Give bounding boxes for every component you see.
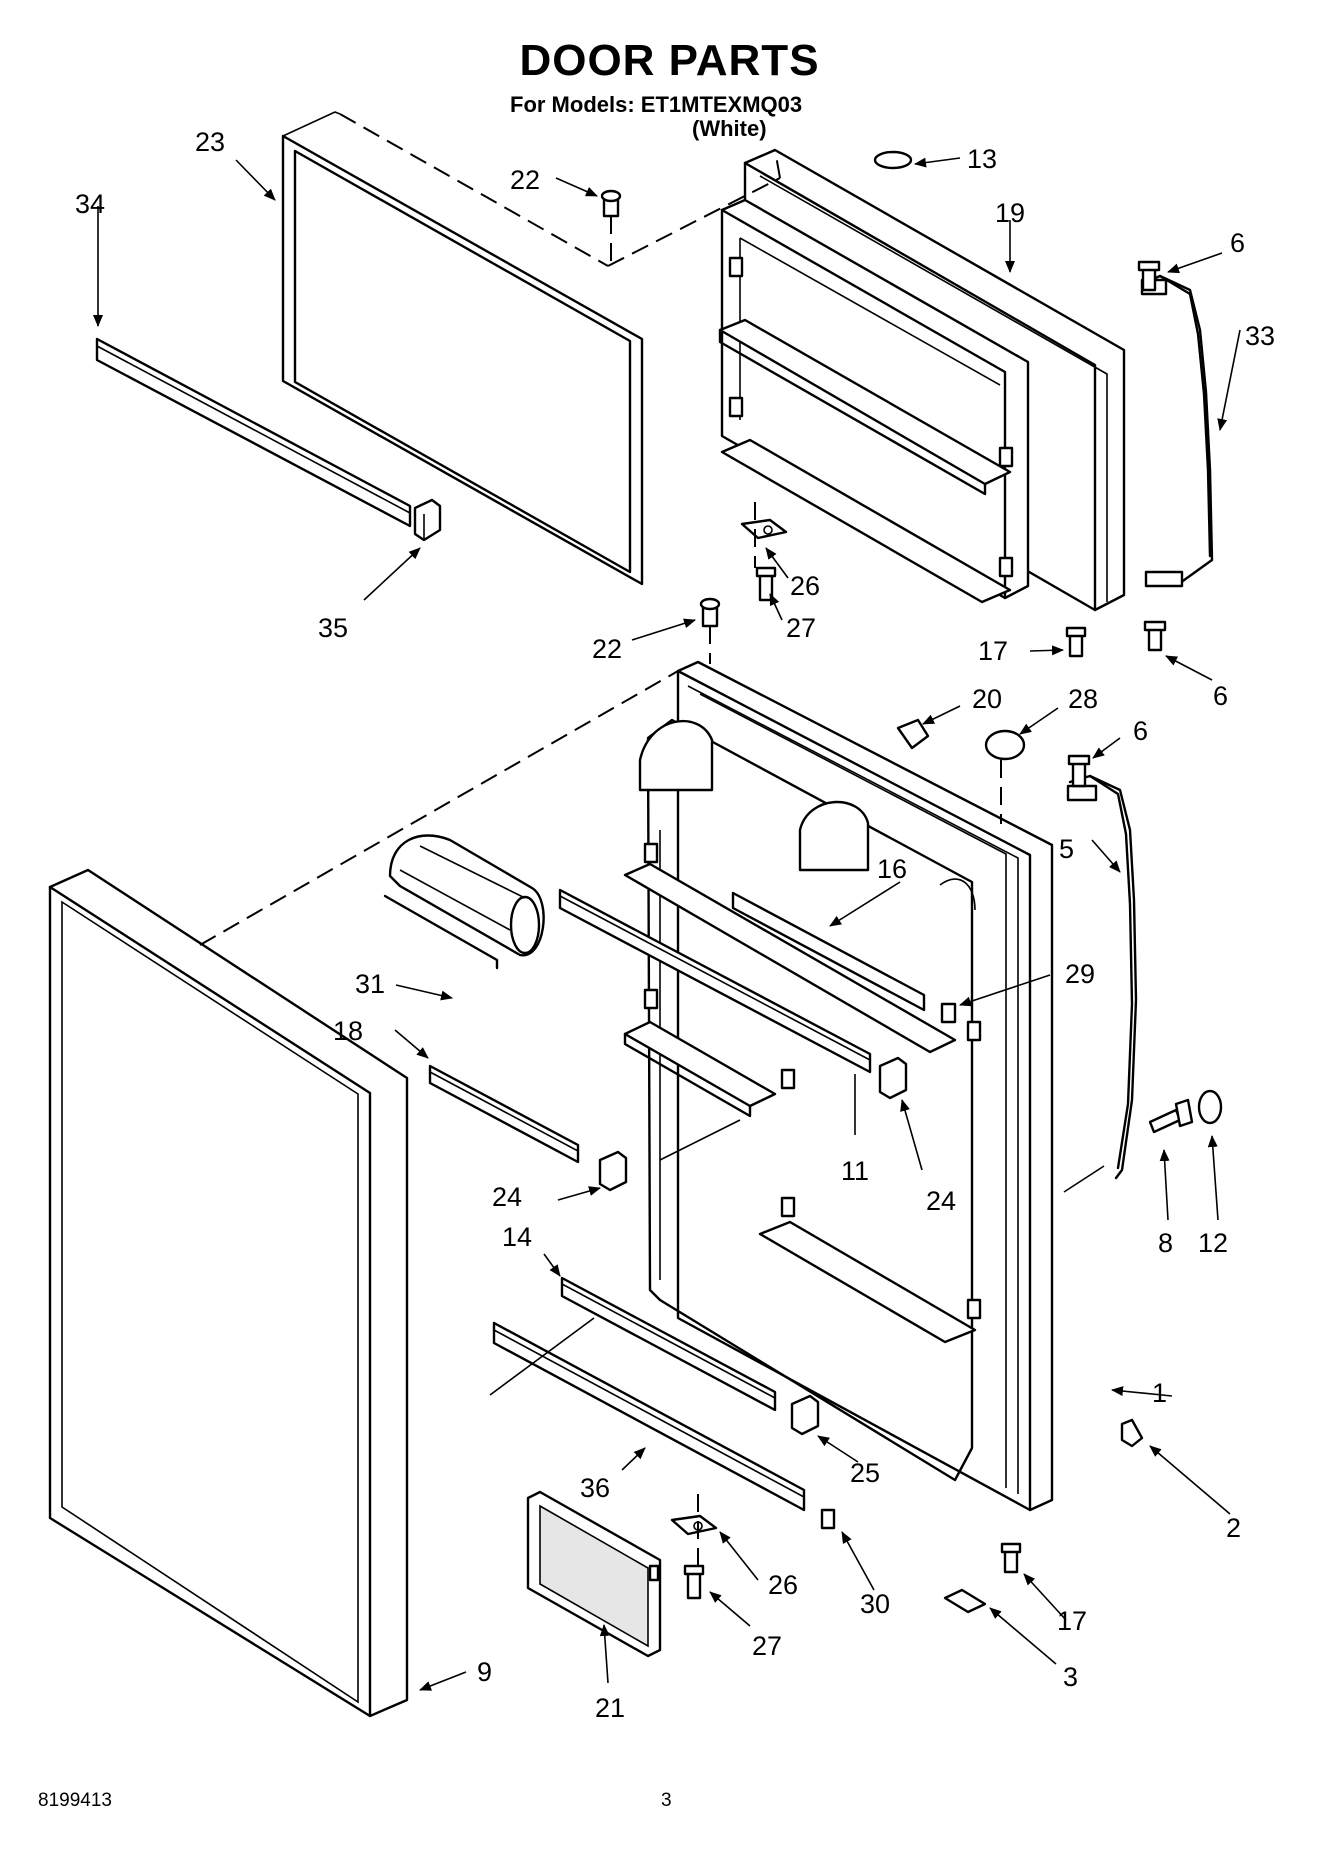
callout-6-middle: 6	[1213, 681, 1228, 711]
shelf-trim-middle	[558, 888, 872, 1074]
callout-29: 29	[1065, 959, 1095, 989]
door-closer-cam-lower	[670, 1514, 718, 1536]
screw-cam-upper	[755, 566, 777, 602]
door-closer-cam-upper	[740, 518, 788, 540]
lower-trim-end-cap	[790, 1394, 820, 1436]
handle-screw-cover	[1197, 1089, 1223, 1125]
callout-20: 20	[972, 684, 1002, 714]
callout-25: 25	[850, 1458, 880, 1488]
door-stop-pin-upper	[600, 189, 622, 218]
callout-17-lower: 17	[1057, 1606, 1087, 1636]
color-variant: (White)	[692, 116, 767, 141]
callout-numbers: 23 34 22 13 19 6 33 35 26 27 22 17 6 20 …	[75, 127, 1275, 1723]
handle-screw	[1148, 1098, 1194, 1134]
callout-2: 2	[1226, 1513, 1241, 1543]
freezer-door-gasket	[281, 111, 644, 586]
bottom-trim-end-cap	[820, 1508, 836, 1530]
callout-16: 16	[877, 854, 907, 884]
fresh-food-door-gasket	[48, 868, 409, 1718]
callout-30: 30	[860, 1589, 890, 1619]
callout-26-upper: 26	[790, 571, 820, 601]
callout-13: 13	[967, 144, 997, 174]
callout-19: 19	[995, 198, 1025, 228]
screw-cam-lower	[683, 1564, 705, 1600]
callout-26-lower: 26	[768, 1570, 798, 1600]
dairy-compartment-door	[383, 834, 545, 970]
callout-11: 11	[841, 1156, 869, 1186]
callout-12: 12	[1198, 1228, 1228, 1258]
callout-28: 28	[1068, 684, 1098, 714]
callout-36: 36	[580, 1473, 610, 1503]
callout-6-top: 6	[1230, 228, 1245, 258]
callout-24-left: 24	[492, 1182, 522, 1212]
document-number: 8199413	[38, 1790, 112, 1811]
callout-3: 3	[1063, 1662, 1078, 1692]
callout-24-right: 24	[926, 1186, 956, 1216]
shelf-end-cap-left	[598, 1150, 628, 1192]
hinge-hole-plug	[873, 150, 913, 170]
toe-grille	[526, 1490, 662, 1658]
callout-14: 14	[502, 1222, 532, 1252]
assembly-lines	[199, 113, 1002, 1566]
callout-18: 18	[333, 1016, 363, 1046]
page-number: 3	[661, 1790, 672, 1811]
upper-door-handle	[1140, 274, 1214, 588]
callout-1: 1	[1152, 1378, 1167, 1408]
end-cap-upper	[413, 498, 442, 542]
callout-27-upper: 27	[786, 613, 816, 643]
callout-17-upper: 17	[978, 636, 1008, 666]
freezer-door-liner	[718, 148, 1126, 612]
door-stop-pin-lower	[699, 597, 721, 628]
fresh-food-door-liner	[623, 660, 1054, 1512]
callout-8: 8	[1158, 1228, 1173, 1258]
callout-22-lower: 22	[592, 634, 622, 664]
hinge-cover-plug	[984, 729, 1026, 761]
screw-lower-handle	[1067, 754, 1091, 788]
page-title: DOOR PARTS	[519, 36, 820, 85]
callout-22-upper: 22	[510, 165, 540, 195]
lower-shelf-trim	[560, 1276, 777, 1412]
trim-end-cap	[940, 1002, 957, 1024]
shelf-end-cap-right	[878, 1056, 908, 1100]
callout-27-lower: 27	[752, 1631, 782, 1661]
callout-33: 33	[1245, 321, 1275, 351]
callout-9: 9	[477, 1657, 492, 1687]
hinge-bushing	[896, 718, 930, 750]
door-clip	[1120, 1418, 1144, 1448]
callout-34: 34	[75, 189, 105, 219]
screw-17-upper	[1065, 626, 1087, 658]
callout-21: 21	[595, 1693, 625, 1723]
model-line: For Models: ET1MTEXMQ03	[510, 92, 803, 117]
bottom-shelf-trim	[492, 1321, 806, 1512]
callout-31: 31	[355, 969, 385, 999]
callout-6-lower: 6	[1133, 716, 1148, 746]
hinge-shim	[943, 1588, 987, 1614]
callout-35: 35	[318, 613, 348, 643]
shelf-trim-upper	[731, 891, 926, 1012]
callout-5: 5	[1059, 834, 1074, 864]
screw-17-lower	[1000, 1542, 1022, 1574]
leader-lines	[93, 157, 1241, 1691]
dairy-shelf-trim	[428, 1064, 580, 1164]
screw-upper-hinge	[1137, 260, 1161, 292]
callout-23: 23	[195, 127, 225, 157]
screw-lower-hinge	[1143, 620, 1167, 652]
freezer-shelf-trim	[95, 337, 412, 528]
